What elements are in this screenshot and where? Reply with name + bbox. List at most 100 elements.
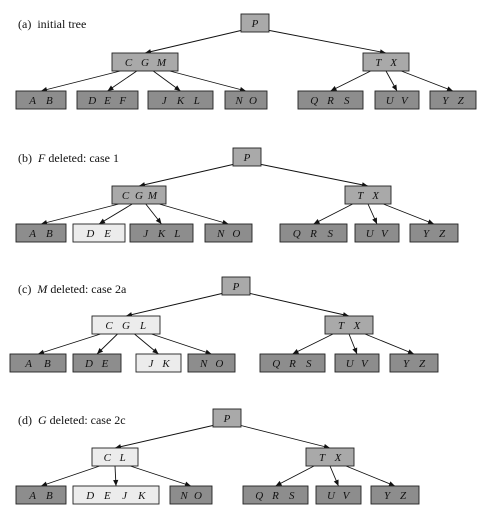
leaf-node-box xyxy=(135,353,182,373)
edges xyxy=(37,292,415,355)
internal-node-right-key: T xyxy=(338,320,345,332)
leaf-node-box xyxy=(297,90,364,110)
leaf-node-box xyxy=(147,90,214,110)
leaf-node-key: U xyxy=(366,228,375,240)
leaf-node-key: F xyxy=(118,95,126,107)
internal-node-left-key: M xyxy=(156,57,167,69)
leaf-node-box xyxy=(72,353,122,373)
leaf-node-key: O xyxy=(249,95,257,107)
root-node-key: P xyxy=(223,413,231,425)
leaf-node-key: Y xyxy=(403,358,411,370)
caption-label: (a) xyxy=(18,17,37,31)
internal-node-left-box xyxy=(91,315,161,335)
tree-edge xyxy=(159,203,229,225)
leaf-node-key: Z xyxy=(439,228,446,240)
arrowhead xyxy=(155,217,162,224)
arrowhead xyxy=(204,349,212,355)
internal-node-right-box xyxy=(362,52,410,72)
internal-node-right-key: X xyxy=(371,190,380,202)
leaf-node-key: Z xyxy=(419,358,426,370)
leaf-node-box xyxy=(242,485,309,505)
arrowhead xyxy=(330,85,338,91)
leaf-node-key: E xyxy=(103,95,111,107)
tree-edge xyxy=(40,465,100,487)
leaf-node-key: Q xyxy=(272,358,280,370)
internal-node-right-key: T xyxy=(319,452,326,464)
leaf-node-key: R xyxy=(288,358,296,370)
leaf-node-box xyxy=(9,353,67,373)
arrowhead xyxy=(107,85,114,91)
leaf-node-box xyxy=(224,90,268,110)
caption-text: deleted: case 2c xyxy=(50,413,126,427)
leaf-node-key: Q xyxy=(310,95,318,107)
leaf-node-key: E xyxy=(101,358,109,370)
leaf-node-key: U xyxy=(386,95,395,107)
internal-node-left-key: M xyxy=(147,190,158,202)
leaf-node-key: A xyxy=(28,490,36,502)
tree-edge xyxy=(258,163,369,187)
internal-node-right-box xyxy=(324,315,374,335)
leaf-node-key: E xyxy=(103,228,111,240)
root-node-box xyxy=(232,147,262,167)
leaf-node-box xyxy=(72,485,160,505)
leaf-node-box xyxy=(279,223,348,243)
caption-key: M xyxy=(36,282,50,296)
caption-text: deleted: case 2a xyxy=(50,282,127,296)
tree-edge xyxy=(130,465,192,487)
arrowhead xyxy=(388,481,395,487)
caption-key: G xyxy=(38,413,50,427)
root-node: P xyxy=(221,276,251,296)
leaf-node-box xyxy=(409,223,459,243)
root-node-box xyxy=(240,13,270,33)
leaf-node-box xyxy=(370,485,420,505)
leaf-node-key: S xyxy=(289,490,295,502)
leaf-node-key: U xyxy=(327,490,336,502)
internal-node-left-box xyxy=(111,52,179,72)
tree-edge xyxy=(169,70,247,92)
leaf-node-box xyxy=(72,223,126,243)
leaf-node-key: V xyxy=(343,490,351,502)
leaf-node-key: O xyxy=(232,228,240,240)
arrowhead xyxy=(407,349,414,355)
arrowhead xyxy=(427,219,434,225)
arrowhead xyxy=(372,217,377,224)
arrowhead xyxy=(38,349,45,355)
caption-text: deleted: case 1 xyxy=(48,151,119,165)
internal-node-left-key: L xyxy=(119,452,126,464)
leaf-node-key: D xyxy=(85,490,94,502)
leaf-node-key: R xyxy=(271,490,279,502)
root-node-key: P xyxy=(243,152,251,164)
leaf-node-key: B xyxy=(46,490,53,502)
arrowhead xyxy=(97,347,104,354)
panel-caption: (c) M deleted: case 2a xyxy=(18,282,127,296)
leaf-node-key: O xyxy=(215,358,223,370)
leaf-node-box xyxy=(15,485,67,505)
arrowhead xyxy=(275,480,283,486)
root-node-box xyxy=(212,408,242,428)
leaf-node-key: Q xyxy=(293,228,301,240)
leaf-node-key: K xyxy=(157,228,166,240)
arrowhead xyxy=(313,218,321,224)
leaf-node-key: Q xyxy=(255,490,263,502)
internal-node-left-key: C xyxy=(104,452,112,464)
internal-node-right-key: T xyxy=(357,190,364,202)
